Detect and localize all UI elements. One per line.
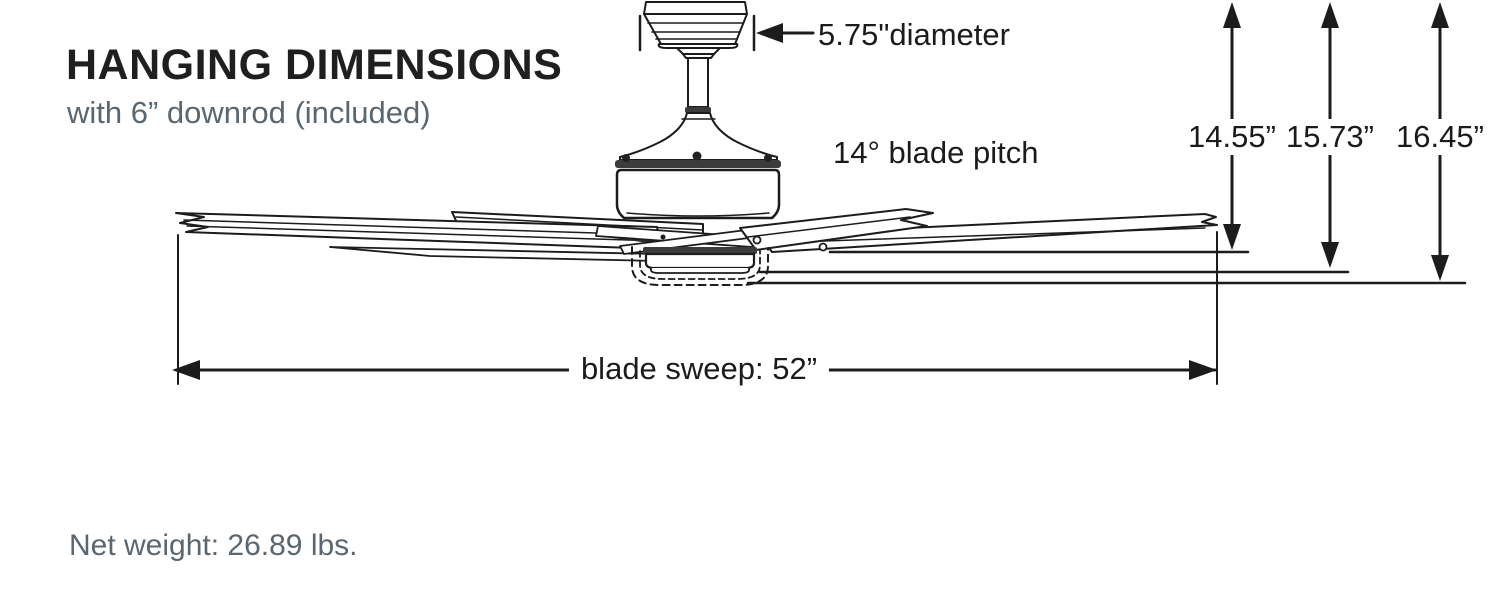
arrowhead-up-icon xyxy=(1431,2,1449,28)
blade-screw xyxy=(660,234,666,240)
blade-sweep-label: blade sweep: 52” xyxy=(568,351,830,387)
light-kit-dashed-outline xyxy=(631,246,769,286)
blade-screw xyxy=(818,242,828,252)
arrowhead-up-icon xyxy=(1321,2,1339,28)
fan-blades xyxy=(175,208,1218,262)
blade-pitch-label: 14° blade pitch xyxy=(833,135,1039,170)
arrowhead-left-icon xyxy=(756,23,783,43)
switch-housing xyxy=(643,247,757,274)
canopy-diameter-label: 5.75"diameter xyxy=(818,17,1010,52)
height-reference-lines xyxy=(746,250,1467,285)
arrowhead-right-icon xyxy=(1189,360,1217,380)
arrowhead-up-icon xyxy=(1223,2,1241,28)
downrod xyxy=(685,57,711,113)
ceiling-fan-drawing xyxy=(175,1,1218,286)
canopy-diameter-callout xyxy=(638,14,815,52)
dimension-lines xyxy=(172,2,1467,385)
blade-screw xyxy=(752,235,762,245)
hanging-height-label-1: 14.55” xyxy=(1182,119,1282,155)
net-weight-label: Net weight: 26.89 lbs. xyxy=(69,529,358,562)
canopy xyxy=(643,1,748,59)
hanging-height-label-3: 16.45” xyxy=(1390,119,1490,155)
hanging-height-label-2: 15.73” xyxy=(1280,119,1380,155)
arrowhead-down-icon xyxy=(1321,242,1339,268)
motor-housing xyxy=(615,151,781,220)
arrowhead-down-icon xyxy=(1223,224,1241,250)
blade-left-lower xyxy=(329,246,659,262)
arrowhead-left-icon xyxy=(172,360,200,380)
blade-right-back xyxy=(759,213,1218,253)
page-subtitle: with 6” downrod (included) xyxy=(67,95,431,130)
arrowhead-down-icon xyxy=(1431,255,1449,281)
page-title: HANGING DIMENSIONS xyxy=(66,41,563,89)
